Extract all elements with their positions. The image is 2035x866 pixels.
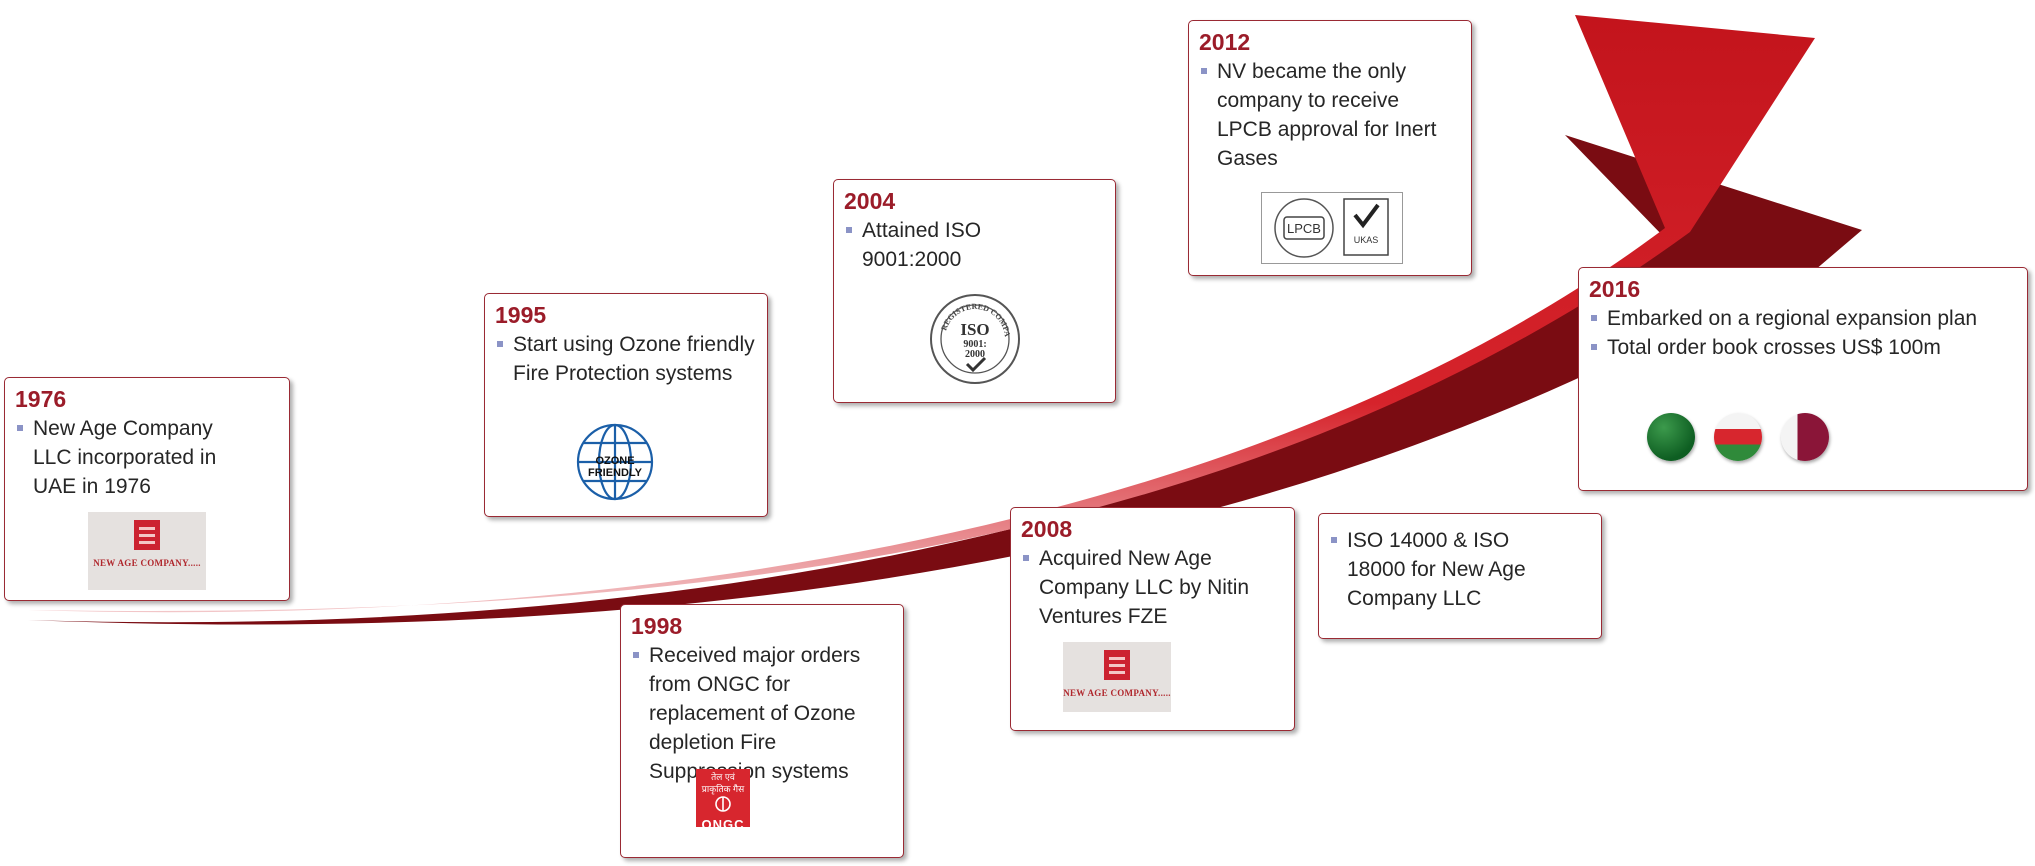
ukas-label: UKAS — [1354, 235, 1379, 245]
new-age-company-emblem-icon — [1104, 650, 1130, 680]
oman-flag-icon — [1714, 413, 1762, 461]
iso-seal-year-text: 2000 — [965, 349, 985, 360]
milestone-year: 1998 — [631, 613, 683, 639]
milestone-bullets: NV became the only company to receive LP… — [1199, 57, 1449, 173]
iso-seal: REGISTERED COMPANY ISO 9001: 2000 — [928, 292, 1020, 384]
milestone-bullets: Start using Ozone friendly Fire Protecti… — [495, 330, 759, 388]
milestone-bullet: ISO 14000 & ISO 18000 for New Age Compan… — [1329, 526, 1549, 613]
ongc-hindi-text: तेल एवं प्राकृतिक गैस — [701, 772, 745, 794]
iso-seal-number-text: 9001: — [963, 339, 986, 350]
lpcb-seal-icon — [1274, 198, 1334, 258]
milestone-bullet: Start using Ozone friendly Fire Protecti… — [495, 330, 759, 388]
milestone-card-1998: 1998 Received major orders from ONGC for… — [620, 604, 904, 858]
milestone-bullet: NV became the only company to receive LP… — [1199, 57, 1449, 173]
ukas-tick-icon — [1353, 203, 1380, 229]
milestone-year: 2004 — [844, 188, 896, 214]
milestone-bullet: Embarked on a regional expansion plan — [1589, 304, 1999, 333]
ongc-logo: तेल एवं प्राकृतिक गैस ONGC — [696, 769, 750, 832]
ongc-emblem-icon — [715, 796, 731, 812]
milestone-bullets: ISO 14000 & ISO 18000 for New Age Compan… — [1329, 526, 1549, 613]
new-age-company-logo: NEW AGE COMPANY..... — [88, 512, 206, 590]
milestone-bullets: New Age Company LLC incorporated in UAE … — [15, 414, 255, 501]
milestone-bullets: Embarked on a regional expansion plan To… — [1589, 304, 1999, 362]
milestone-card-2004: 2004 Attained ISO 9001:2000 REGISTERED C… — [833, 179, 1116, 403]
lpcb-ukas-logos: LPCB UKAS — [1261, 192, 1403, 264]
check-icon — [965, 356, 987, 373]
milestone-year: 2008 — [1021, 516, 1073, 542]
new-age-company-emblem-icon — [134, 520, 160, 550]
ozone-friendly-label: OZONE FRIENDLY — [588, 455, 642, 479]
milestone-card-1976: 1976 New Age Company LLC incorporated in… — [4, 377, 290, 601]
milestone-bullet: New Age Company LLC incorporated in UAE … — [15, 414, 255, 501]
ongc-text: ONGC — [701, 817, 745, 832]
milestone-bullet: Acquired New Age Company LLC by Nitin Ve… — [1021, 544, 1271, 631]
saudi-flag-icon — [1647, 413, 1695, 461]
milestone-year: 2016 — [1589, 276, 1641, 302]
lpcb-label: LPCB — [1287, 221, 1321, 236]
milestone-bullet: Attained ISO 9001:2000 — [844, 216, 1044, 274]
company-name-logo-text: NEW AGE COMPANY..... — [1063, 688, 1171, 698]
company-name-logo-text: NEW AGE COMPANY..... — [93, 558, 201, 568]
milestone-bullets: Attained ISO 9001:2000 — [844, 216, 1044, 274]
milestone-card-2012: 2012 NV became the only company to recei… — [1188, 20, 1472, 276]
globe-icon — [576, 423, 654, 501]
milestone-bullet: Total order book crosses US$ 100m — [1589, 333, 1999, 362]
new-age-company-logo: NEW AGE COMPANY..... — [1063, 642, 1171, 712]
ozone-friendly-globe: OZONE FRIENDLY — [575, 422, 655, 502]
milestone-year: 1995 — [495, 302, 547, 328]
milestone-card-iso14000: ISO 14000 & ISO 18000 for New Age Compan… — [1318, 513, 1602, 639]
milestone-year: 1976 — [15, 386, 67, 412]
milestone-card-2008: 2008 Acquired New Age Company LLC by Nit… — [1010, 507, 1295, 731]
qatar-flag-icon — [1781, 413, 1829, 461]
milestone-bullets: Acquired New Age Company LLC by Nitin Ve… — [1021, 544, 1271, 631]
milestone-bullets: Received major orders from ONGC for repl… — [631, 641, 889, 786]
milestone-year: 2012 — [1199, 29, 1251, 55]
milestone-card-1995: 1995 Start using Ozone friendly Fire Pro… — [484, 293, 768, 517]
milestone-bullet: Received major orders from ONGC for repl… — [631, 641, 889, 786]
iso-seal-main-text: ISO — [960, 320, 989, 339]
milestone-card-2016: 2016 Embarked on a regional expansion pl… — [1578, 267, 2028, 491]
